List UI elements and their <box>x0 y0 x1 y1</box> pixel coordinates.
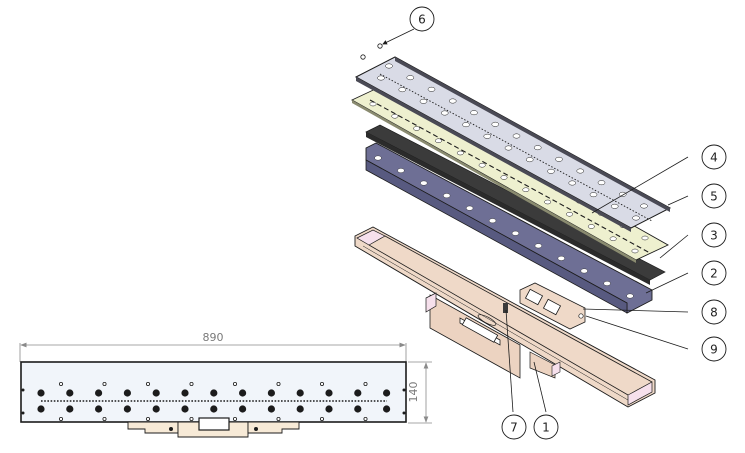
balloon-5: 5 <box>701 183 727 209</box>
balloon-1: 1 <box>533 414 559 440</box>
svg-text:3: 3 <box>710 229 718 243</box>
balloon-7: 7 <box>501 414 527 440</box>
balloon-6: 6 <box>409 6 435 32</box>
part-8-connector-block <box>519 282 586 330</box>
balloon-4: 4 <box>701 144 727 170</box>
part-6-screws <box>360 43 383 60</box>
width-dimension-label: 890 <box>203 331 224 344</box>
svg-text:6: 6 <box>418 13 426 27</box>
height-dimension: 140 <box>407 361 432 424</box>
part-4-cover-plate <box>354 56 672 232</box>
svg-text:5: 5 <box>710 190 718 204</box>
plan-holes <box>21 381 406 421</box>
svg-text:7: 7 <box>510 421 518 435</box>
svg-text:2: 2 <box>710 267 718 281</box>
plan-bracket <box>127 417 300 438</box>
svg-text:4: 4 <box>710 151 718 165</box>
balloon-9: 9 <box>701 336 727 362</box>
balloon-8: 8 <box>701 299 727 325</box>
svg-text:8: 8 <box>710 306 718 320</box>
exploded-view <box>351 43 672 408</box>
balloons: 6 4 5 3 2 8 9 7 <box>409 6 727 440</box>
svg-text:9: 9 <box>710 343 718 357</box>
balloon-callouts <box>382 28 689 413</box>
balloon-2: 2 <box>701 260 727 286</box>
part-2-channel <box>365 142 653 314</box>
balloon-3: 3 <box>701 222 727 248</box>
width-dimension: 890 <box>19 331 407 362</box>
height-dimension-label: 140 <box>407 382 420 403</box>
plan-view: 890 140 <box>19 331 432 438</box>
part-1-housing <box>354 226 656 408</box>
part-3-led-modules <box>365 124 666 285</box>
svg-text:1: 1 <box>542 421 550 435</box>
